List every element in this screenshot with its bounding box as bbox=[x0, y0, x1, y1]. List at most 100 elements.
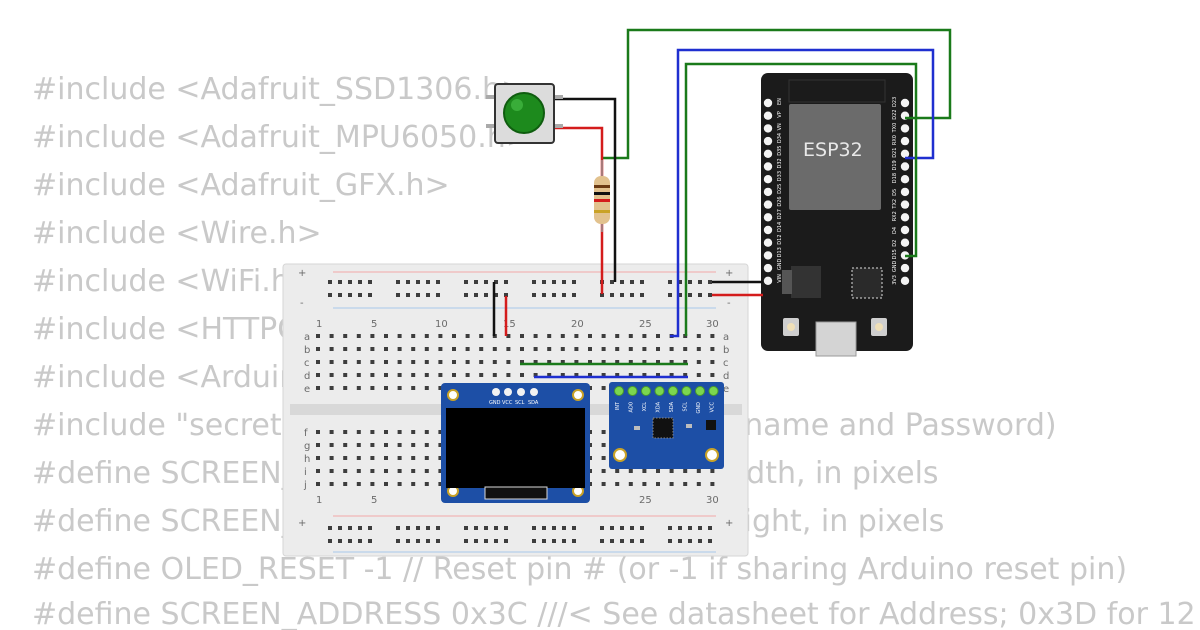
breadboard-hole[interactable] bbox=[384, 386, 388, 390]
breadboard-hole[interactable] bbox=[696, 360, 701, 364]
breadboard-hole[interactable] bbox=[397, 334, 402, 338]
breadboard-hole[interactable] bbox=[356, 347, 361, 351]
breadboard-hole[interactable] bbox=[397, 347, 402, 351]
rail-hole[interactable] bbox=[640, 526, 644, 530]
breadboard-hole[interactable] bbox=[316, 430, 320, 434]
rail-hole[interactable] bbox=[562, 280, 566, 284]
rail-hole[interactable] bbox=[542, 526, 546, 530]
rail-hole[interactable] bbox=[504, 526, 508, 530]
breadboard-hole[interactable] bbox=[547, 373, 552, 377]
breadboard-hole[interactable] bbox=[343, 443, 348, 447]
esp32-pin[interactable] bbox=[763, 124, 773, 133]
esp32-pin[interactable] bbox=[763, 276, 773, 285]
rail-hole[interactable] bbox=[484, 280, 488, 284]
breadboard-hole[interactable] bbox=[628, 334, 633, 338]
breadboard-hole[interactable] bbox=[547, 334, 552, 338]
rail-hole[interactable] bbox=[610, 280, 614, 284]
breadboard-hole[interactable] bbox=[329, 347, 334, 351]
breadboard-hole[interactable] bbox=[370, 334, 375, 338]
breadboard-hole[interactable] bbox=[710, 469, 715, 473]
rail-hole[interactable] bbox=[406, 539, 410, 543]
rail-hole[interactable] bbox=[484, 293, 488, 297]
breadboard-hole[interactable] bbox=[452, 334, 456, 338]
rail-hole[interactable] bbox=[610, 539, 614, 543]
breadboard-hole[interactable] bbox=[397, 469, 402, 473]
rail-hole[interactable] bbox=[572, 280, 576, 284]
breadboard-hole[interactable] bbox=[329, 430, 334, 434]
breadboard-hole[interactable] bbox=[316, 469, 320, 473]
usb-port[interactable] bbox=[815, 321, 857, 357]
breadboard-hole[interactable] bbox=[656, 360, 660, 364]
rail-hole[interactable] bbox=[348, 526, 352, 530]
rail-hole[interactable] bbox=[426, 280, 430, 284]
esp32-pin[interactable] bbox=[763, 200, 773, 209]
esp32-pin[interactable] bbox=[900, 225, 910, 235]
breadboard-hole[interactable] bbox=[329, 482, 334, 486]
esp32-pin-headers[interactable]: ENVPVND34D35D32D33D25D26D27D14D12D13GNDV… bbox=[763, 97, 910, 285]
rail-hole[interactable] bbox=[532, 280, 536, 284]
breadboard-hole[interactable] bbox=[601, 373, 606, 377]
rail-hole[interactable] bbox=[698, 526, 702, 530]
esp32-pin[interactable] bbox=[900, 175, 910, 184]
rail-hole[interactable] bbox=[396, 293, 400, 297]
breadboard-hole[interactable] bbox=[329, 360, 334, 364]
rail-hole[interactable] bbox=[328, 526, 332, 530]
breadboard-hole[interactable] bbox=[411, 430, 416, 434]
breadboard-hole[interactable] bbox=[452, 360, 456, 364]
breadboard-hole[interactable] bbox=[710, 482, 715, 486]
rail-hole[interactable] bbox=[464, 280, 468, 284]
breadboard-hole[interactable] bbox=[411, 469, 416, 473]
rail-hole[interactable] bbox=[358, 280, 362, 284]
breadboard-hole[interactable] bbox=[696, 334, 701, 338]
rail-hole[interactable] bbox=[348, 280, 352, 284]
breadboard-hole[interactable] bbox=[479, 373, 484, 377]
breadboard-hole[interactable] bbox=[574, 334, 579, 338]
breadboard-hole[interactable] bbox=[356, 360, 361, 364]
breadboard-hole[interactable] bbox=[356, 430, 361, 434]
oled-pin[interactable] bbox=[504, 388, 512, 396]
breadboard-hole[interactable] bbox=[370, 430, 375, 434]
breadboard-hole[interactable] bbox=[601, 430, 606, 434]
breadboard-hole[interactable] bbox=[492, 347, 497, 351]
rail-hole[interactable] bbox=[708, 539, 712, 543]
breadboard-hole[interactable] bbox=[384, 373, 388, 377]
breadboard-hole[interactable] bbox=[424, 386, 429, 390]
breadboard-hole[interactable] bbox=[560, 334, 565, 338]
rail-hole[interactable] bbox=[678, 526, 682, 530]
rail-hole[interactable] bbox=[426, 293, 430, 297]
breadboard-hole[interactable] bbox=[343, 386, 348, 390]
mpu6050-pin[interactable] bbox=[681, 386, 692, 396]
breadboard-hole[interactable] bbox=[506, 334, 511, 338]
breadboard-hole[interactable] bbox=[492, 373, 497, 377]
breadboard-hole[interactable] bbox=[642, 373, 647, 377]
rail-hole[interactable] bbox=[668, 280, 672, 284]
rail-hole[interactable] bbox=[552, 280, 556, 284]
breadboard-hole[interactable] bbox=[465, 360, 470, 364]
breadboard-hole[interactable] bbox=[424, 482, 429, 486]
rail-hole[interactable] bbox=[552, 539, 556, 543]
rail-hole[interactable] bbox=[640, 539, 644, 543]
breadboard-hole[interactable] bbox=[370, 443, 375, 447]
breadboard-hole[interactable] bbox=[329, 334, 334, 338]
breadboard-hole[interactable] bbox=[411, 373, 416, 377]
breadboard-hole[interactable] bbox=[656, 469, 660, 473]
rail-hole[interactable] bbox=[474, 539, 478, 543]
breadboard-hole[interactable] bbox=[356, 386, 361, 390]
breadboard-hole[interactable] bbox=[492, 360, 497, 364]
rail-hole[interactable] bbox=[436, 293, 440, 297]
breadboard-hole[interactable] bbox=[356, 334, 361, 338]
rail-hole[interactable] bbox=[620, 526, 624, 530]
breadboard-hole[interactable] bbox=[601, 360, 606, 364]
breadboard-hole[interactable] bbox=[696, 373, 701, 377]
rail-hole[interactable] bbox=[426, 526, 430, 530]
rail-hole[interactable] bbox=[328, 280, 332, 284]
breadboard-hole[interactable] bbox=[642, 482, 647, 486]
breadboard-hole[interactable] bbox=[397, 430, 402, 434]
resistor[interactable] bbox=[594, 160, 610, 232]
rail-hole[interactable] bbox=[620, 293, 624, 297]
rail-hole[interactable] bbox=[358, 293, 362, 297]
rail-hole[interactable] bbox=[562, 526, 566, 530]
rail-hole[interactable] bbox=[464, 526, 468, 530]
breadboard-hole[interactable] bbox=[356, 373, 361, 377]
breadboard-hole[interactable] bbox=[465, 347, 470, 351]
